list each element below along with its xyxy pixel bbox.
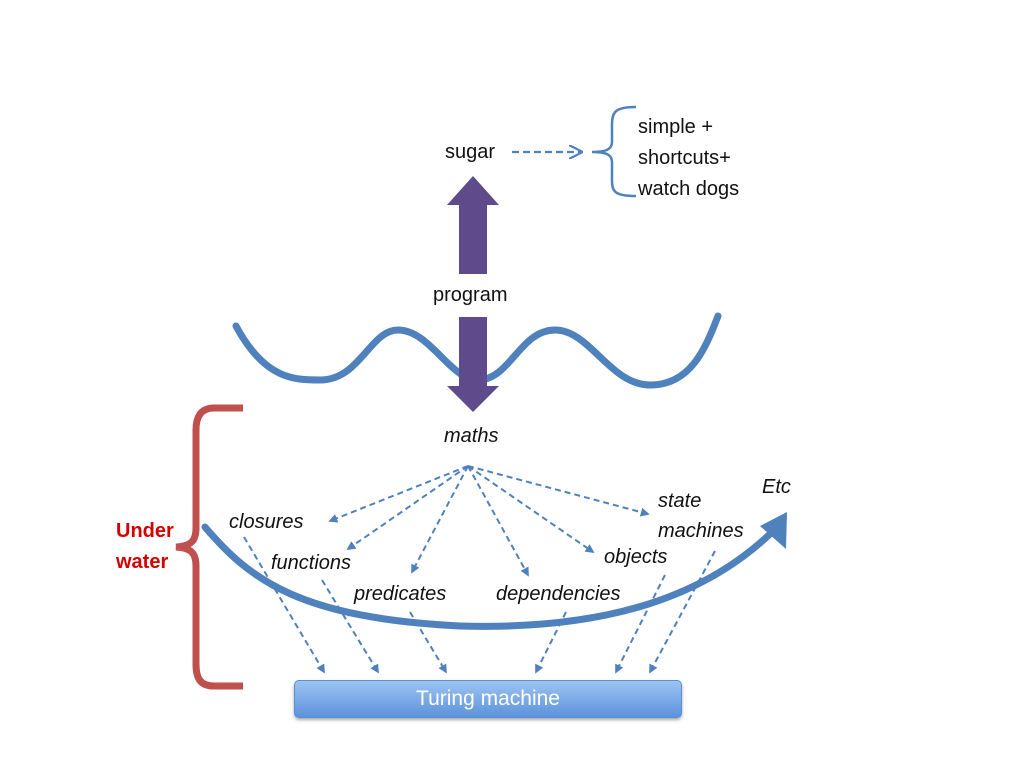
arrow-to-state-machines (467, 465, 650, 517)
sugar-list: simple + shortcuts+ watch dogs (638, 112, 739, 205)
arrow-to-dependencies (467, 465, 529, 577)
state-machines-label-line1: state (658, 490, 702, 512)
objects-to-turing (615, 574, 666, 674)
down-arrow-maths (447, 317, 499, 412)
etc-label: Etc (762, 476, 791, 498)
to-turing-arrows (243, 536, 716, 674)
under-water-brace (175, 404, 243, 690)
big-curve-arrow (201, 523, 774, 630)
under-water-label-line2: water (116, 551, 169, 573)
arrow-to-closures (328, 465, 469, 523)
under-water-label-line1: Under (116, 520, 174, 542)
turing-machine-box: Turing machine (294, 680, 682, 718)
sugar-list-brace (591, 105, 637, 198)
maths-fanout-arrows (328, 465, 650, 577)
predicates-label: predicates (354, 583, 447, 605)
program-label: program (433, 284, 508, 306)
big-curve-arrowhead (760, 512, 787, 549)
functions-label: functions (271, 552, 352, 574)
maths-label: maths (444, 425, 499, 447)
sugar-list-item: watch dogs (638, 178, 740, 200)
objects-label: objects (604, 546, 668, 568)
dependencies-to-turing (535, 611, 567, 674)
functions-to-turing (321, 579, 379, 674)
state-machines-label-line2: machines (658, 520, 744, 542)
sugar-list-item: simple + (638, 116, 714, 138)
state-machines-to-turing (649, 550, 716, 674)
sugar-list-item: shortcuts+ (638, 147, 731, 169)
arrow-to-objects (467, 465, 595, 554)
arrow-to-predicates (411, 465, 469, 574)
up-arrow-sugar (447, 176, 499, 274)
closures-to-turing (243, 536, 325, 674)
sugar-label: sugar (445, 141, 496, 163)
arrow-to-functions (346, 465, 469, 551)
predicates-to-turing (409, 611, 447, 674)
closures-label: closures (229, 511, 304, 533)
dependencies-label: dependencies (496, 583, 621, 605)
